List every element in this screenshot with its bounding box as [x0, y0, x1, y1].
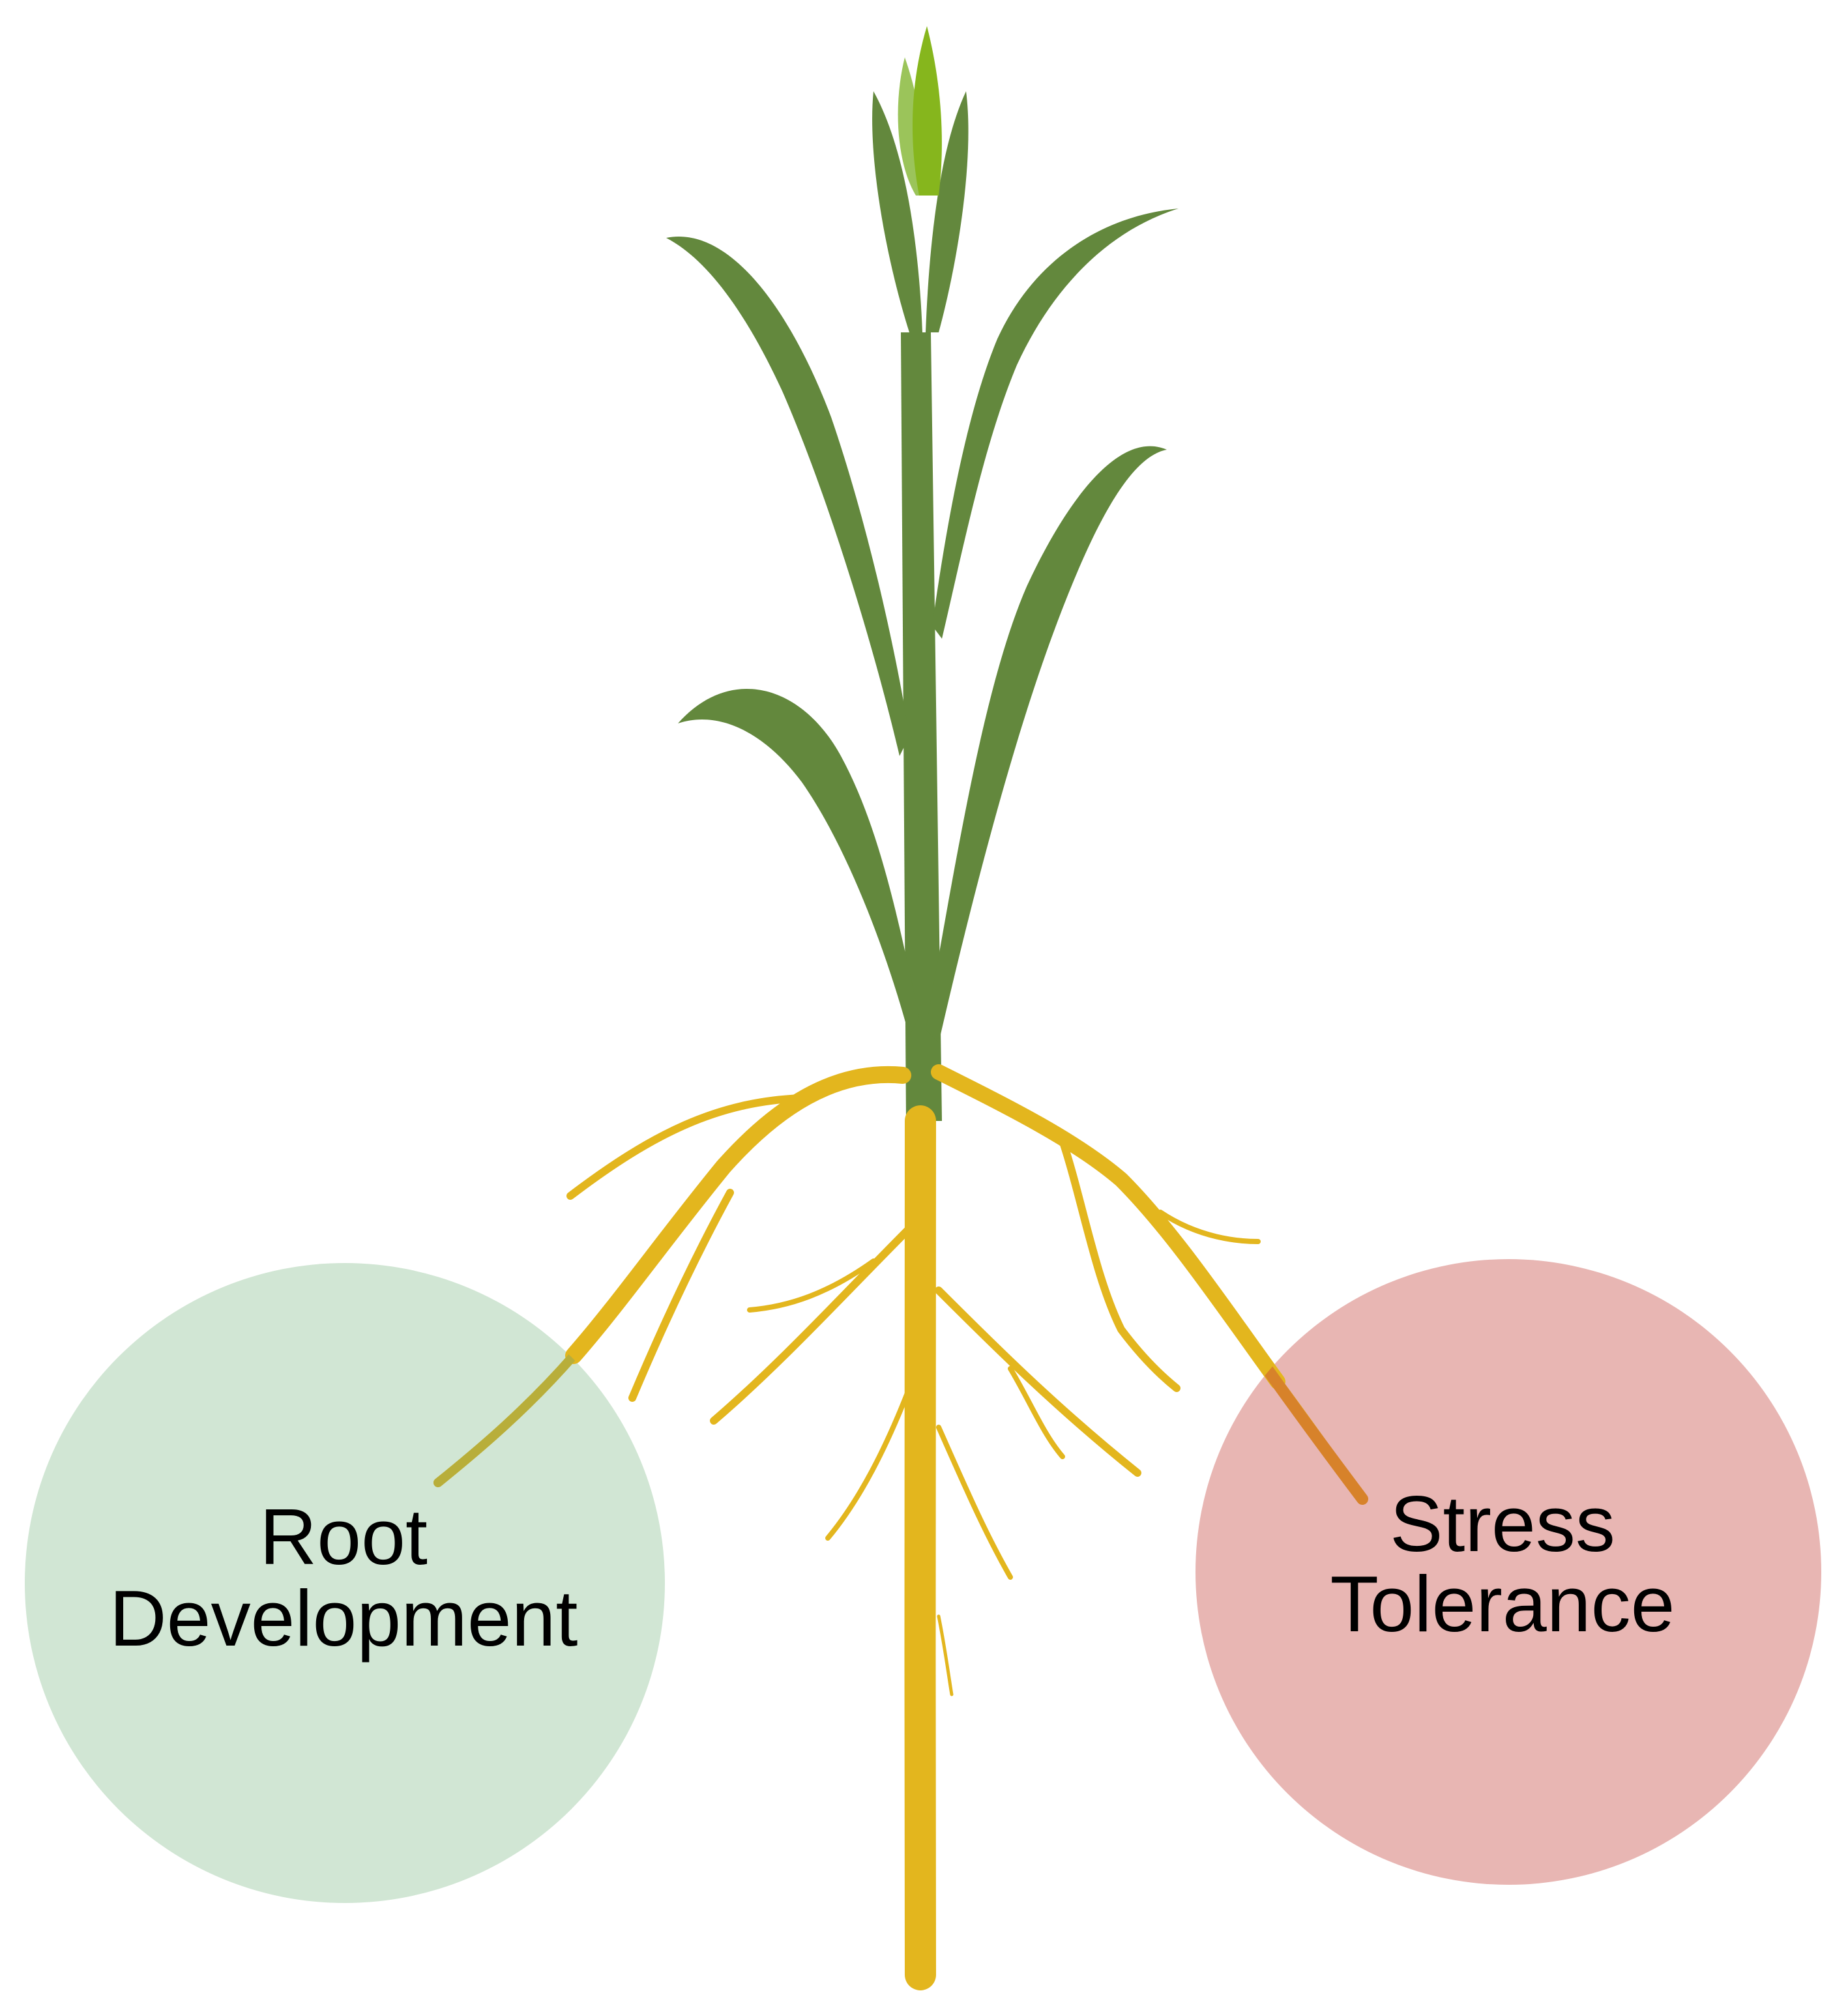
leaf-top-right [926, 91, 969, 332]
root-right-overlap [1259, 1359, 1368, 1505]
root-inner-left-2 [747, 1258, 876, 1313]
leaf-lower-left [678, 689, 919, 1036]
root-right-primary [931, 1064, 1285, 1389]
root-inner-right-4 [937, 1614, 954, 1696]
root-development-label-line2: Development [110, 1574, 578, 1663]
leaf-upper-left [666, 237, 909, 757]
root-left-overlap [433, 1351, 578, 1487]
root-left-upper [566, 1094, 806, 1200]
root-inner-left-1 [710, 1221, 917, 1425]
root-inner-right-3 [936, 1425, 1013, 1580]
stress-tolerance-label-line2: Tolerance [1330, 1560, 1675, 1648]
stem [901, 332, 942, 1121]
leaf-top-left [872, 91, 922, 332]
bud-bright [912, 26, 942, 196]
root-inner-left-3 [825, 1386, 912, 1541]
stress-tolerance-circle [1195, 1259, 1821, 1885]
root-right-secondary [1059, 1137, 1181, 1392]
root-left-primary [565, 1066, 911, 1364]
root-development-label-line1: Root [259, 1492, 428, 1581]
leaf-lower-right [926, 446, 1167, 1043]
root-left-secondary [628, 1189, 734, 1402]
root-inner-right-2 [1008, 1366, 1065, 1459]
root-inner-right-1 [935, 1286, 1141, 1477]
leaf-upper-right [932, 209, 1179, 639]
plant-icon [433, 26, 1368, 1990]
stress-tolerance-label-line1: Stress [1390, 1479, 1615, 1568]
root-right-upper [1158, 1210, 1261, 1244]
leaves [666, 91, 1179, 1121]
